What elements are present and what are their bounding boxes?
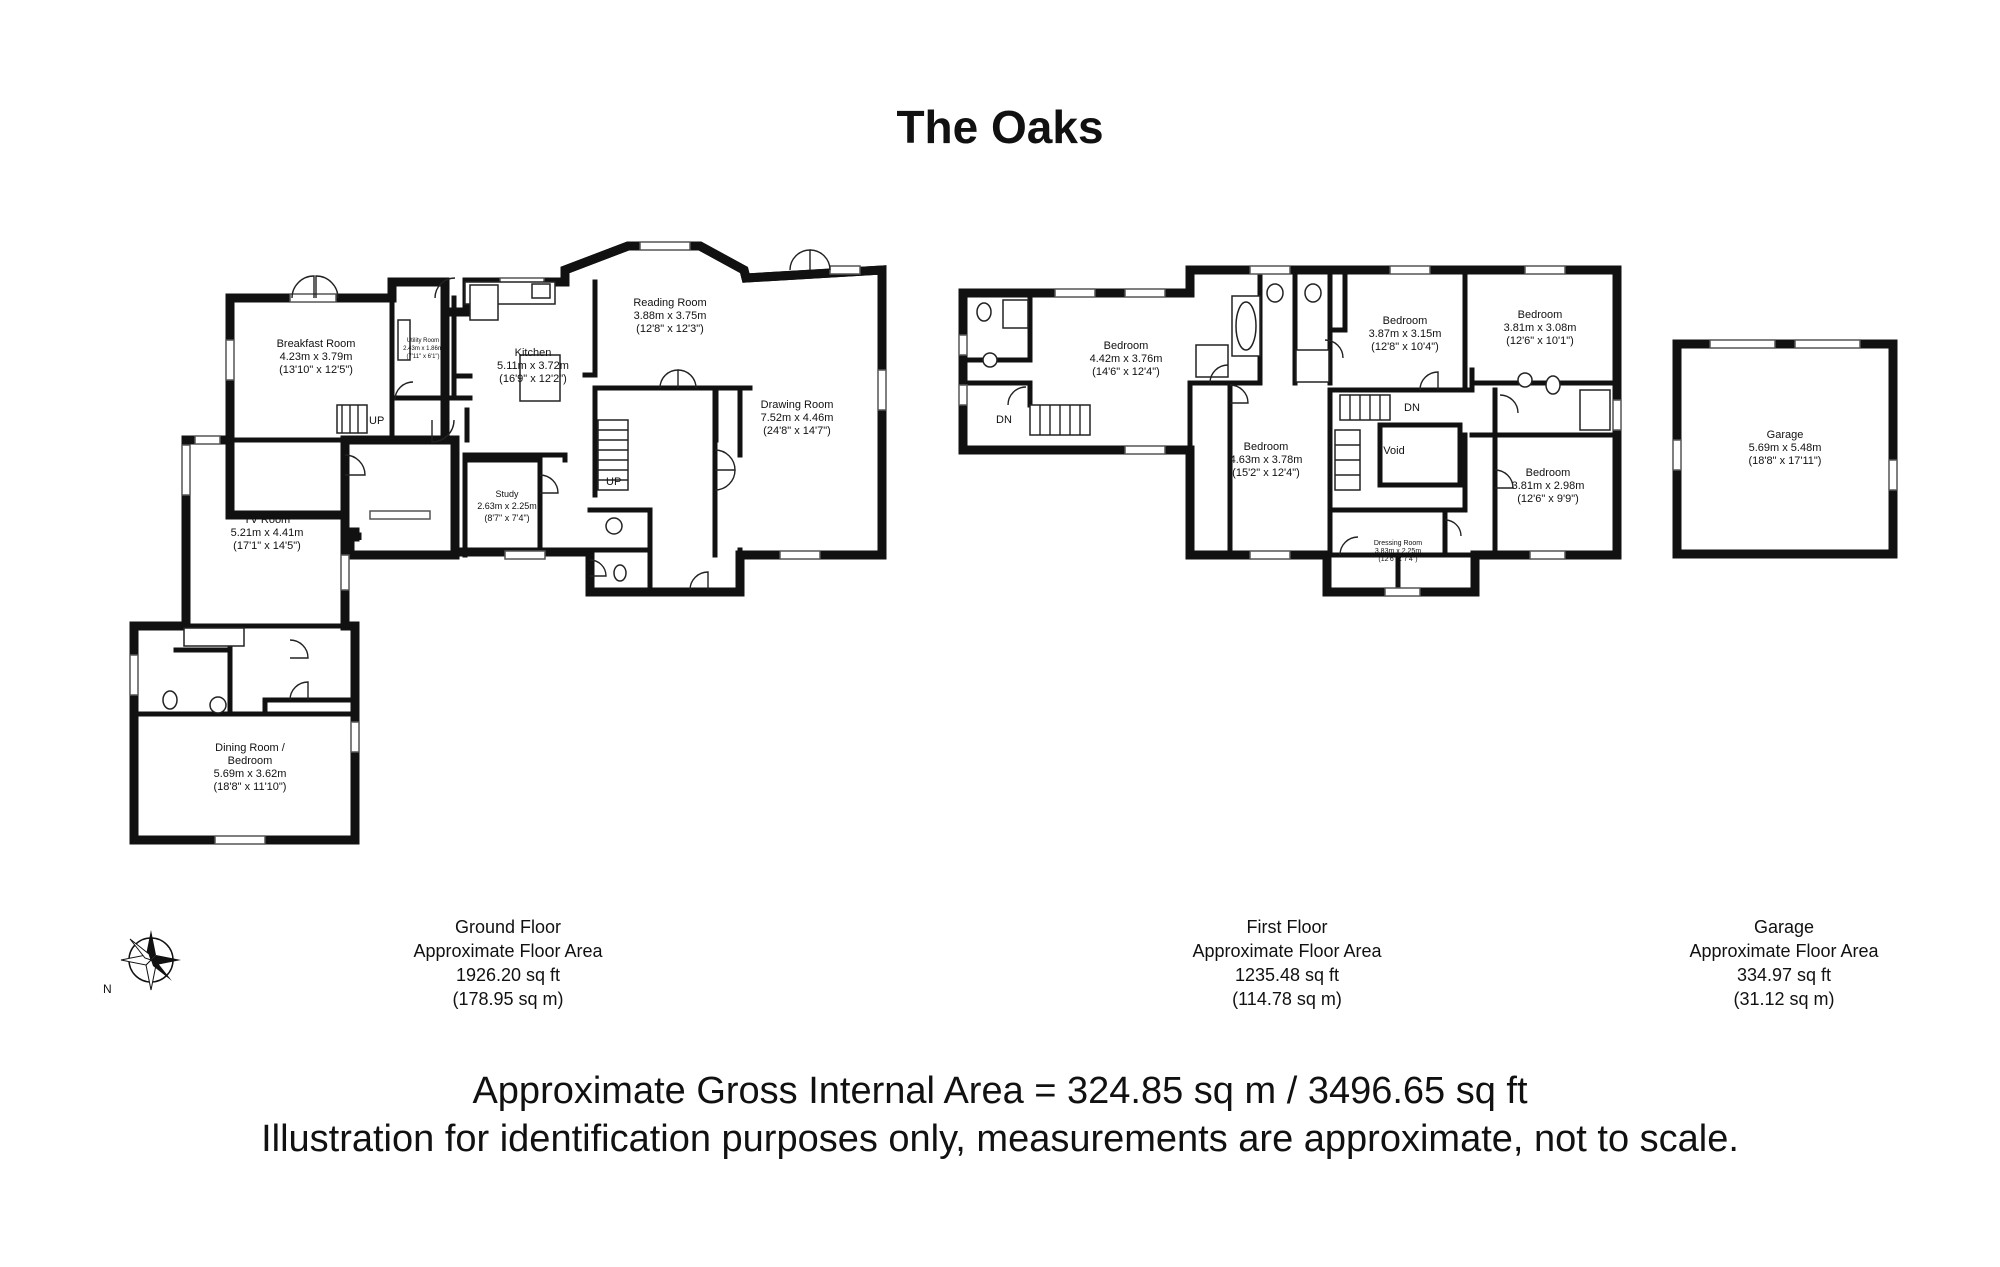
- garage-door-left: [1709, 339, 1776, 349]
- room-size-metric-dressing: 3.83m x 2.25m: [1375, 548, 1421, 555]
- garage-window-east: [1888, 459, 1898, 491]
- room-label-bedroom-3: Bedroom: [1383, 315, 1428, 327]
- ground-floor-plan: [129, 241, 887, 845]
- floor-area-label: Approximate Floor Area: [1689, 941, 1879, 961]
- room-size-metric-kitchen: 5.11m x 3.72m: [497, 360, 569, 372]
- floor-area-sqft: 1926.20 sq ft: [455, 965, 561, 985]
- room-label-bedroom-2: Bedroom: [1244, 441, 1289, 453]
- room-label-dressing: Dressing Room: [1374, 540, 1422, 547]
- first-floor-doors: [1007, 339, 1519, 556]
- garage-window-west: [1672, 439, 1682, 471]
- room-size-metric-drawing: 7.52m x 4.46m: [761, 412, 834, 424]
- garage-plan: [1672, 339, 1898, 559]
- stairs-down-marker-west: DN: [996, 414, 1012, 426]
- room-label-kitchen: Kitchen: [515, 347, 552, 359]
- first-floor-plan: [958, 265, 1622, 597]
- room-size-imperial-bedroom-4: (12'6" x 10'1"): [1506, 335, 1574, 347]
- room-label-reading: Reading Room: [633, 297, 706, 309]
- floor-name: Ground Floor: [454, 917, 562, 937]
- room-label-drawing: Drawing Room: [761, 399, 834, 411]
- floor-area-sqft: 334.97 sq ft: [1736, 965, 1832, 985]
- room-size-metric-dining: 5.69m x 3.62m: [214, 768, 287, 780]
- room-label-bedroom-5: Bedroom: [1526, 467, 1571, 479]
- ground-floor-staircase: [336, 404, 629, 491]
- room-size-metric-breakfast: 4.23m x 3.79m: [280, 351, 353, 363]
- room-label-tv: TV Room: [244, 514, 290, 526]
- stairs-up-marker-hall: UP: [606, 476, 621, 488]
- room-size-imperial-bedroom-2: (15'2" x 12'4"): [1232, 467, 1300, 479]
- room-label-utility: Utility Room: [407, 338, 439, 344]
- room-size-metric-garage: 5.69m x 5.48m: [1749, 442, 1822, 454]
- room-size-metric-bedroom-3: 3.87m x 3.15m: [1369, 328, 1442, 340]
- room-size-metric-study: 2.63m x 2.25m: [477, 501, 537, 511]
- compass-rose-icon: [120, 930, 181, 991]
- floor-area-label: Approximate Floor Area: [1192, 941, 1382, 961]
- garage-door-right: [1794, 339, 1861, 349]
- room-size-imperial-bedroom-3: (12'8" x 10'4"): [1371, 341, 1439, 353]
- room-size-imperial-breakfast: (13'10" x 12'5"): [279, 364, 353, 376]
- room-size-imperial-utility: (7'11" x 6'1"): [406, 354, 439, 360]
- first-floor-fixtures: [976, 283, 1611, 431]
- room-label-bedroom-4: Bedroom: [1518, 309, 1563, 321]
- floor-area-sqft: 1235.48 sq ft: [1234, 965, 1340, 985]
- ground-floor-doors: [289, 249, 831, 701]
- stairs-up-marker-breakfast: UP: [369, 415, 384, 427]
- stairs-down-marker-landing: DN: [1404, 402, 1420, 414]
- floor-name: Garage: [1753, 917, 1815, 937]
- floor-area-sqm: (178.95 sq m): [452, 989, 564, 1009]
- floor-area-sqm: (31.12 sq m): [1733, 989, 1835, 1009]
- ground-floor-fixtures: [162, 281, 627, 714]
- room-size-imperial-bedroom-1: (14'6" x 12'4"): [1092, 366, 1160, 378]
- plan-title: The Oaks: [896, 101, 1104, 153]
- room-label-dining-line1: Dining Room /: [215, 742, 286, 754]
- room-size-imperial-kitchen: (16'9" x 12'2"): [499, 373, 567, 385]
- void-label: Void: [1383, 445, 1404, 457]
- ground-floor-north-wing: [129, 241, 887, 845]
- room-size-imperial-dining: (18'8" x 11'10"): [214, 781, 287, 793]
- floor-area-label: Approximate Floor Area: [413, 941, 603, 961]
- room-label-breakfast: Breakfast Room: [277, 338, 356, 350]
- room-size-metric-bedroom-5: 3.81m x 2.98m: [1512, 480, 1585, 492]
- room-label-dining-line2: Bedroom: [228, 755, 273, 767]
- ground-floor-interior-walls: [131, 279, 753, 717]
- floor-area-ground: Ground Floor Approximate Floor Area 1926…: [358, 915, 658, 1011]
- first-floor-staircase: [1029, 394, 1463, 491]
- first-floor-windows: [958, 265, 1622, 597]
- room-label-garage: Garage: [1767, 429, 1804, 441]
- floor-area-sqm: (114.78 sq m): [1232, 989, 1342, 1009]
- room-size-imperial-study: (8'7" x 7'4"): [484, 513, 529, 523]
- room-size-imperial-bedroom-5: (12'6" x 9'9"): [1517, 493, 1579, 505]
- disclaimer: Illustration for identification purposes…: [261, 1118, 1739, 1160]
- room-size-imperial-garage: (18'8" x 17'11"): [1749, 455, 1822, 467]
- gross-area-summary: Approximate Gross Internal Area = 324.85…: [472, 1070, 1528, 1112]
- room-size-metric-bedroom-4: 3.81m x 3.08m: [1504, 322, 1577, 334]
- room-size-metric-reading: 3.88m x 3.75m: [634, 310, 707, 322]
- room-size-imperial-drawing: (24'8" x 14'7"): [763, 425, 831, 437]
- room-size-imperial-dressing: (12'6" x 7'4"): [1378, 556, 1417, 563]
- room-size-imperial-tv: (17'1" x 14'5"): [233, 540, 301, 552]
- first-floor-interior-walls: [960, 267, 1620, 593]
- floor-name: First Floor: [1246, 917, 1328, 937]
- room-label-bedroom-1: Bedroom: [1104, 340, 1149, 352]
- floor-area-first: First Floor Approximate Floor Area 1235.…: [1137, 915, 1437, 1011]
- room-size-metric-utility: 2.43m x 1.86m: [403, 346, 443, 352]
- room-size-metric-bedroom-2: 4.63m x 3.78m: [1230, 454, 1303, 466]
- floor-area-garage: Garage Approximate Floor Area 334.97 sq …: [1634, 915, 1934, 1011]
- room-label-study: Study: [495, 489, 519, 499]
- room-size-metric-tv: 5.21m x 4.41m: [231, 527, 304, 539]
- compass-north-label: N: [103, 982, 112, 996]
- room-size-imperial-reading: (12'8" x 12'3"): [636, 323, 704, 335]
- room-size-metric-bedroom-1: 4.42m x 3.76m: [1090, 353, 1163, 365]
